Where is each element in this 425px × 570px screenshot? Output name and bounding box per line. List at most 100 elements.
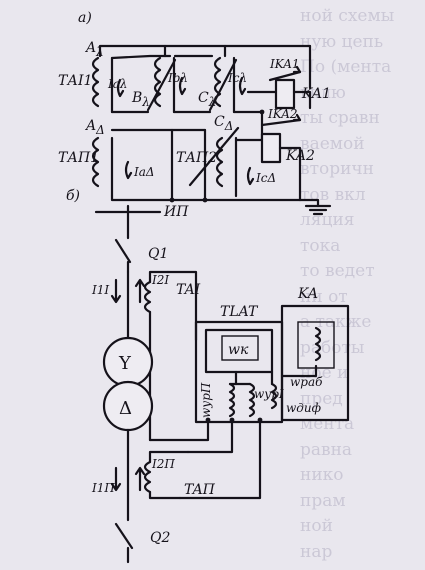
label-phase-c-delta: CΔ [214,114,233,133]
ct-star-windings [91,54,264,114]
junction-dot [259,109,265,115]
wire-ka1-return [292,90,312,110]
arrow-ic-delta-icon [246,166,255,186]
wire-tap-return [178,418,262,500]
ct-tai-lead-top [148,270,170,284]
breaker-q1-icon [114,238,132,264]
arrow-i1-bottom-icon [110,466,122,492]
wire-a-b [110,54,172,60]
label-current-a-delta: IaΔ [133,165,155,179]
bleed-through-line: По (мента [300,57,392,77]
label-phase-b-star: Bλ [131,90,150,109]
relay-ka2 [260,132,282,164]
label-w-k: wк [228,342,249,358]
relay-wk-box [204,328,274,374]
label-current-a-star: Iaλ [107,77,128,91]
arrow-i2-bottom-icon [134,466,146,492]
label-ct-top: ТАІ1 [58,73,92,89]
arrow-i2-top-icon [134,278,146,304]
ct-delta-windings [91,126,302,202]
label-w-ur2: wурП [199,382,213,418]
bleed-through-line: прам [300,490,346,511]
label-phase-a-delta: AΔ [84,118,105,137]
coil-c-delta [215,136,224,188]
label-current-c-delta: IcΔ [255,171,276,185]
relay-ka1 [274,78,296,110]
wire-tap-to-tlat [186,418,234,454]
label-ct-tai: TAI [176,282,201,298]
label-w-ur1: wурI [254,387,284,401]
label-current-i2-top: I2I [151,273,169,287]
arrow-i1-top-icon [110,278,122,304]
ka1-current-arrow-icon [268,70,302,82]
ct-tap-coil [143,460,152,494]
coil-w-ur2 [228,382,236,418]
label-ct-bottom: ТАП1 [58,150,99,166]
bleed-through-line: ни от [300,286,348,307]
junction-dot [169,197,175,203]
ka2-arrowhead-icon [292,113,302,122]
ct-tap-lead-bottom [148,490,182,500]
bleed-through-line: тока [300,235,341,256]
bleed-through-line: ной [300,516,333,536]
coil-b-star [153,56,162,108]
coil-w-dif [270,382,278,410]
relay-wk-core [221,335,259,361]
panel-a: а) [58,10,332,216]
wire-ka-coil [280,364,318,378]
label-current-c-star: Icλ [227,71,247,85]
wire-tai-return [148,418,210,442]
label-phase-c-star: Cλ [198,90,216,109]
label-breaker-q1: Q1 [148,246,168,262]
arrow-ia-star-icon [116,78,125,98]
bleed-through-line: пред [300,388,343,409]
label-w-rab: wраб [290,375,323,389]
bus-top-a [98,44,312,58]
relay-ka-box [280,304,350,422]
label-current-i1-bottom: I1П [91,481,115,495]
junction-dot [229,417,235,423]
label-w-dif: wдиф [286,401,321,415]
label-relay-ka2: KA2 [285,148,315,164]
ct-tap-lead-top [148,450,190,464]
transformer-star-symbol: Y [118,353,132,374]
label-current-ka1: IKA1 [269,57,300,71]
label-ct-tap: TAП [184,482,216,498]
wire-tai-to-tlat [166,270,198,342]
arrow-ia-delta-icon [124,160,133,180]
coil-a-star [91,56,100,108]
diag-c [208,58,238,112]
label-current-i2-bottom: I2П [151,457,175,471]
ct-tai-coil [143,280,152,314]
transformer-delta-symbol: Δ [119,398,132,419]
bleed-through-line: ной схемы [300,6,395,26]
label-relay-ka1: KA1 [301,86,331,102]
arrow-ic-star-icon [238,76,247,96]
diag-b [146,58,177,112]
panel-b-label: б) [66,188,80,204]
label-ka: KA [297,286,318,302]
bleed-through-line: ты сравн [300,108,380,128]
breaker-q2-icon [114,522,134,550]
label-phase-a-star: Aλ [84,40,104,59]
bleed-through-line: вклю [300,82,346,103]
junction-dot [202,197,208,203]
label-ct-right: ТАП2 [176,150,217,166]
coil-w-ur1 [248,382,256,418]
wire-ka2-top [234,110,264,142]
label-current-i1-top: I1I [91,283,109,297]
coil-w-rab [314,326,322,362]
label-tlat: TLAT [220,304,259,320]
panel-b: б) ИП Q1 TAI I1I I2I Y Δ [66,188,350,564]
label-source: ИП [163,204,189,220]
junction-dot [205,417,211,423]
panel-a-label: а) [78,10,92,26]
bleed-through-line: вторичн [300,159,374,179]
label-current-b-star: Ibλ [167,71,188,85]
label-current-ka2: IKA2 [267,107,298,121]
ground-icon [304,204,332,216]
bleed-through-line: нар [300,541,333,562]
arrow-ib-star-icon [178,76,187,96]
